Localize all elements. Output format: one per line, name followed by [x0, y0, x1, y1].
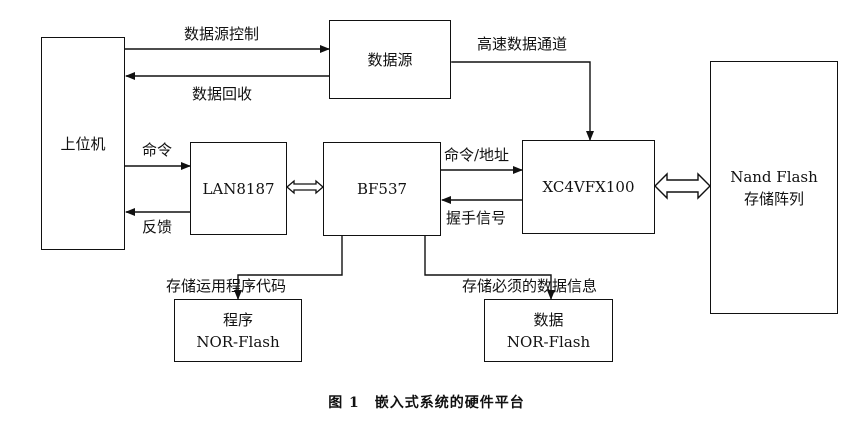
program-nor-label-line1: 程序: [222, 310, 253, 329]
label-high-speed-channel: 高速数据通道: [477, 35, 568, 53]
double-arrow-lan-bf537: [286, 179, 324, 195]
arrow-program-nor: [234, 227, 346, 300]
lan8187-label: LAN8187: [202, 179, 275, 198]
arrow-data-nor: [421, 227, 555, 300]
host-computer-block: 上位机: [41, 37, 125, 250]
label-command: 命令: [142, 141, 173, 159]
host-computer-label: 上位机: [60, 134, 106, 153]
double-arrow-fpga-nand: [654, 172, 711, 200]
arrow-high-speed-channel: [443, 58, 594, 141]
data-nor-label-line2: NOR-Flash: [506, 332, 591, 351]
bf537-block: BF537: [323, 142, 441, 236]
bf537-label: BF537: [356, 180, 408, 198]
label-feedback: 反馈: [142, 218, 173, 236]
xc4vfx100-block: XC4VFX100: [522, 140, 655, 234]
label-command-address: 命令/地址: [444, 146, 510, 164]
data-source-block: 数据源: [329, 20, 451, 99]
label-store-program-code: 存储运用程序代码: [166, 277, 287, 295]
label-source-control: 数据源控制: [184, 25, 260, 43]
label-store-required-data: 存储必须的数据信息: [462, 277, 598, 295]
lan8187-block: LAN8187: [190, 142, 287, 235]
label-handshake: 握手信号: [446, 209, 507, 227]
figure-caption: 图 1 嵌入式系统的硬件平台: [328, 395, 525, 411]
nand-flash-label-line2: 存储阵列: [743, 189, 804, 208]
program-nor-flash-block: 程序 NOR-Flash: [174, 299, 302, 362]
program-nor-label-line2: NOR-Flash: [196, 332, 280, 351]
nand-flash-block: Nand Flash 存储阵列: [710, 61, 838, 314]
nand-flash-label-line1: Nand Flash: [730, 167, 818, 186]
data-source-label: 数据源: [367, 50, 413, 69]
label-data-recovery: 数据回收: [192, 85, 253, 103]
data-nor-flash-block: 数据 NOR-Flash: [484, 299, 613, 362]
xc4vfx100-label: XC4VFX100: [542, 178, 635, 196]
data-nor-label-line1: 数据: [533, 310, 564, 329]
